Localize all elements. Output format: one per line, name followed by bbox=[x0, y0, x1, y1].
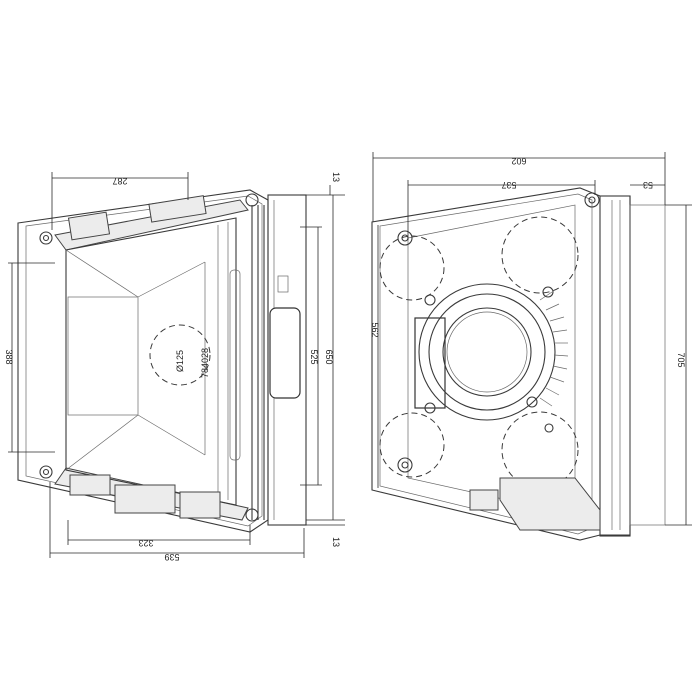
left-view: 287 13 388 525 650 323 539 13 Ø125 784 bbox=[4, 172, 345, 562]
dim-label-13-top: 13 bbox=[331, 172, 341, 182]
door-handle bbox=[229, 269, 241, 461]
bottom-box-2 bbox=[114, 484, 176, 514]
flue-ring-outer bbox=[418, 283, 556, 421]
flue-outlet bbox=[269, 307, 301, 399]
firebox-outline bbox=[65, 217, 237, 506]
dim-label-525: 525 bbox=[309, 349, 319, 364]
left-body-outline bbox=[17, 189, 269, 533]
right-view: 602 537 53 562 705 bbox=[370, 152, 692, 541]
flue-diameter-label: Ø125 bbox=[175, 350, 185, 372]
flue-circle-dashed bbox=[149, 324, 211, 386]
dim-label-323: 323 bbox=[138, 538, 153, 548]
dim-label-539: 539 bbox=[164, 552, 179, 562]
dim-label-562: 562 bbox=[370, 322, 380, 337]
mount-circle-top-right bbox=[245, 193, 259, 207]
bottom-air-box bbox=[499, 477, 601, 531]
ring-tab-1 bbox=[424, 294, 436, 306]
dim-label-705: 705 bbox=[676, 352, 686, 367]
bottom-box-1 bbox=[69, 474, 111, 496]
mount-circle-top-left bbox=[39, 231, 53, 245]
dim-label-53: 53 bbox=[643, 180, 653, 190]
dim-label-388: 388 bbox=[4, 349, 14, 364]
mount-circle-r-top-right bbox=[584, 192, 600, 208]
back-panel bbox=[67, 296, 139, 416]
mount-circle-r-top-left bbox=[397, 230, 413, 246]
dashed-circle-tr bbox=[501, 216, 579, 294]
code-label: 784028 bbox=[200, 348, 210, 378]
dim-label-537: 537 bbox=[501, 180, 516, 190]
dim-label-287: 287 bbox=[112, 176, 127, 186]
mount-circle-bottom-right bbox=[245, 508, 259, 522]
dashed-circle-br bbox=[501, 411, 579, 489]
right-flange bbox=[599, 195, 631, 537]
top-box-2 bbox=[148, 195, 207, 223]
dim-label-650: 650 bbox=[324, 349, 334, 364]
mount-circle-bottom-left bbox=[39, 465, 53, 479]
dashed-circle-bl bbox=[379, 412, 445, 478]
ring-tab-4 bbox=[526, 396, 538, 408]
bottom-small-box bbox=[469, 489, 499, 511]
dashed-circle-tl bbox=[379, 235, 445, 301]
ring-tab-2 bbox=[542, 286, 554, 298]
ring-tab-3 bbox=[424, 402, 436, 414]
mount-circle-r-bottom-left bbox=[397, 457, 413, 473]
flue-ring-inner bbox=[442, 307, 532, 397]
dim-label-13-bottom: 13 bbox=[331, 537, 341, 547]
top-box-1 bbox=[67, 211, 111, 241]
bottom-box-3 bbox=[179, 491, 221, 519]
dim-label-602: 602 bbox=[511, 156, 526, 166]
right-flange-outer bbox=[629, 204, 666, 526]
front-flange bbox=[267, 194, 307, 526]
